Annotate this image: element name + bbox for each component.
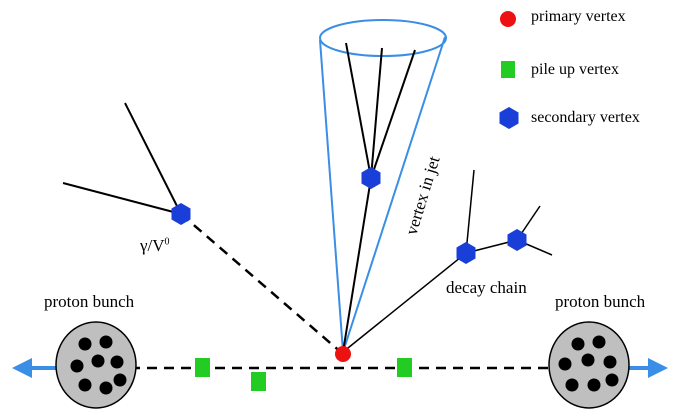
proton-bunch-left-label: proton bunch: [44, 292, 135, 311]
primary-vertex: [335, 346, 351, 362]
decay-chain-track: [342, 252, 467, 353]
legend-secondary-label: secondary vertex: [531, 109, 640, 126]
proton: [99, 335, 113, 349]
proton: [110, 355, 124, 369]
beam-arrow-right: [626, 358, 668, 378]
beam-arrow-left: [12, 358, 58, 378]
gamma-v0-superscript: 0: [164, 236, 170, 248]
proton: [99, 381, 113, 395]
pileup-vertex: [251, 372, 266, 391]
jet-track: [370, 49, 416, 179]
proton: [592, 335, 606, 349]
decay-chain-label: decay chain: [446, 278, 527, 297]
secondary-vertex-decay-1: [456, 242, 476, 264]
proton: [565, 378, 579, 392]
proton: [113, 373, 127, 387]
proton: [603, 355, 617, 369]
gamma-v0-track: [124, 102, 182, 215]
proton: [581, 353, 595, 367]
decay-chain-track: [465, 169, 475, 254]
legend-primary-marker: [500, 11, 516, 27]
pileup-vertex: [397, 358, 412, 377]
legend-primary-label: primary vertex: [531, 8, 626, 25]
jet-track: [345, 42, 372, 179]
proton-bunch-right: [548, 321, 630, 409]
legend-secondary-marker: [499, 107, 519, 129]
pileup-vertex: [195, 358, 210, 377]
legend-pileup-marker: [501, 61, 515, 78]
jet-track: [370, 47, 383, 179]
secondary-vertex-decay-2: [507, 229, 527, 251]
gamma-v0-track: [62, 182, 182, 215]
proton-bunch-left: [55, 321, 137, 409]
jet-track: [342, 177, 372, 353]
secondary-vertex-gamma: [171, 203, 191, 225]
proton: [70, 359, 84, 373]
legend-pileup-label: pile up vertex: [531, 61, 619, 78]
proton: [587, 378, 601, 392]
proton: [78, 378, 92, 392]
proton: [558, 357, 572, 371]
proton: [605, 373, 619, 387]
jet-cone: [319, 19, 447, 353]
secondary-vertex-jet: [361, 167, 381, 189]
proton: [91, 354, 105, 368]
proton: [571, 337, 585, 351]
gamma-v0-text: γ/V: [140, 236, 165, 255]
gamma-v0-dashed-line: [180, 213, 344, 355]
proton-bunch-right-label: proton bunch: [555, 292, 646, 311]
vertex-in-jet-label: vertex in jet: [402, 154, 444, 237]
gamma-v0-label: γ/V0: [140, 237, 170, 254]
proton: [78, 337, 92, 351]
